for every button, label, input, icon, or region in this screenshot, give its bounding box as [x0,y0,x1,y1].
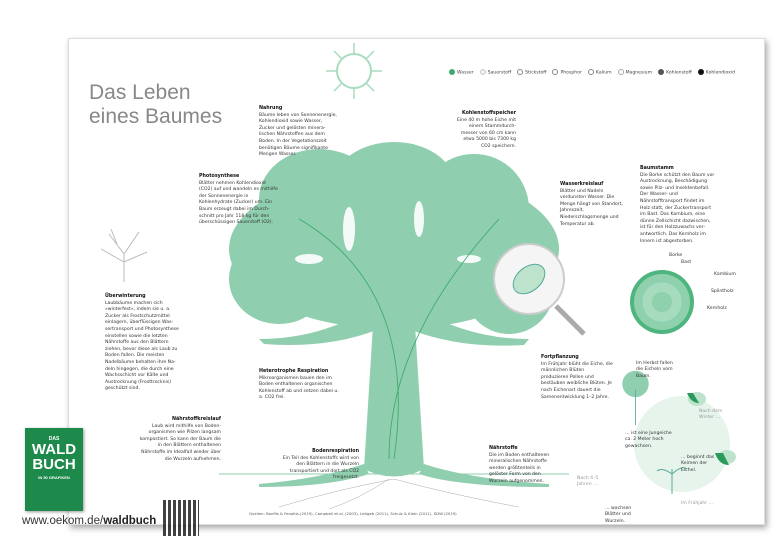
cycle-winter: Nach dem Winter … [699,409,723,421]
legend-item-phosphor: Phosphor [552,69,582,76]
cycle-jungeiche: … ist eine Jungeiche ca. 2 Meter hoch ge… [625,431,672,449]
waldbuch-cover: DAS WALD BUCH IN 50 GRAFIKEN [25,428,83,511]
poster: Das Leben eines Baumes Wasser Sauerstoff… [68,38,765,525]
book-top: DAS [48,436,60,442]
acorn-lifecycle-circle [634,392,736,494]
cycle-jahre: Nach 4–5 Jahren … [577,476,599,488]
trunk-cross-section [630,270,694,334]
book-title-2: BUCH [32,456,76,473]
label-splintholz: Splintholz [711,289,734,294]
qr-code[interactable] [163,500,199,536]
label-bast: Bast [681,260,692,265]
young-oak-illustration [622,370,649,426]
bare-tree-illustration [100,228,148,282]
cycle-keimen: … beginnt das Keimen der Eichel. [681,455,715,473]
legend-item-stickstoff: Stickstoff [517,69,546,76]
label-kernholz: Kernholz [707,306,727,311]
label-kambium: Kambium [714,272,736,277]
legend: Wasser Sauerstoff Stickstoff Phosphor Ka… [449,69,735,76]
poster-title: Das Leben eines Baumes [89,81,223,128]
sun-icon [326,43,382,99]
label-borke: Borke [669,253,683,258]
legend-item-kalium: Kalium [587,69,612,76]
legend-item-sauerstoff: Sauerstoff [479,69,511,76]
waldbuch-link[interactable]: www.oekom.de/waldbuch [22,515,157,527]
cycle-herbst: Im Herbst fallen die Eicheln vom Baum. [636,361,673,379]
book-subtitle: IN 50 GRAFIKEN [38,475,70,480]
magnifier-illustration [493,243,586,336]
cycle-fruehjahr: Im Frühjahr … [681,501,714,506]
sources: Quellen: Bonfils & Fenaltis (2019), Camp… [249,511,457,516]
legend-item-kohlenstoff: Kohlenstoff [658,69,692,76]
cycle-wachsen: … wachsen Blätter und Wurzeln. [605,506,632,524]
legend-item-magnesium: Magnesium [617,69,652,76]
book-title-1: WALD [31,441,77,458]
legend-item-wasser: Wasser [449,69,474,76]
legend-item-kohlendioxid: Kohlendioxid [697,69,735,76]
